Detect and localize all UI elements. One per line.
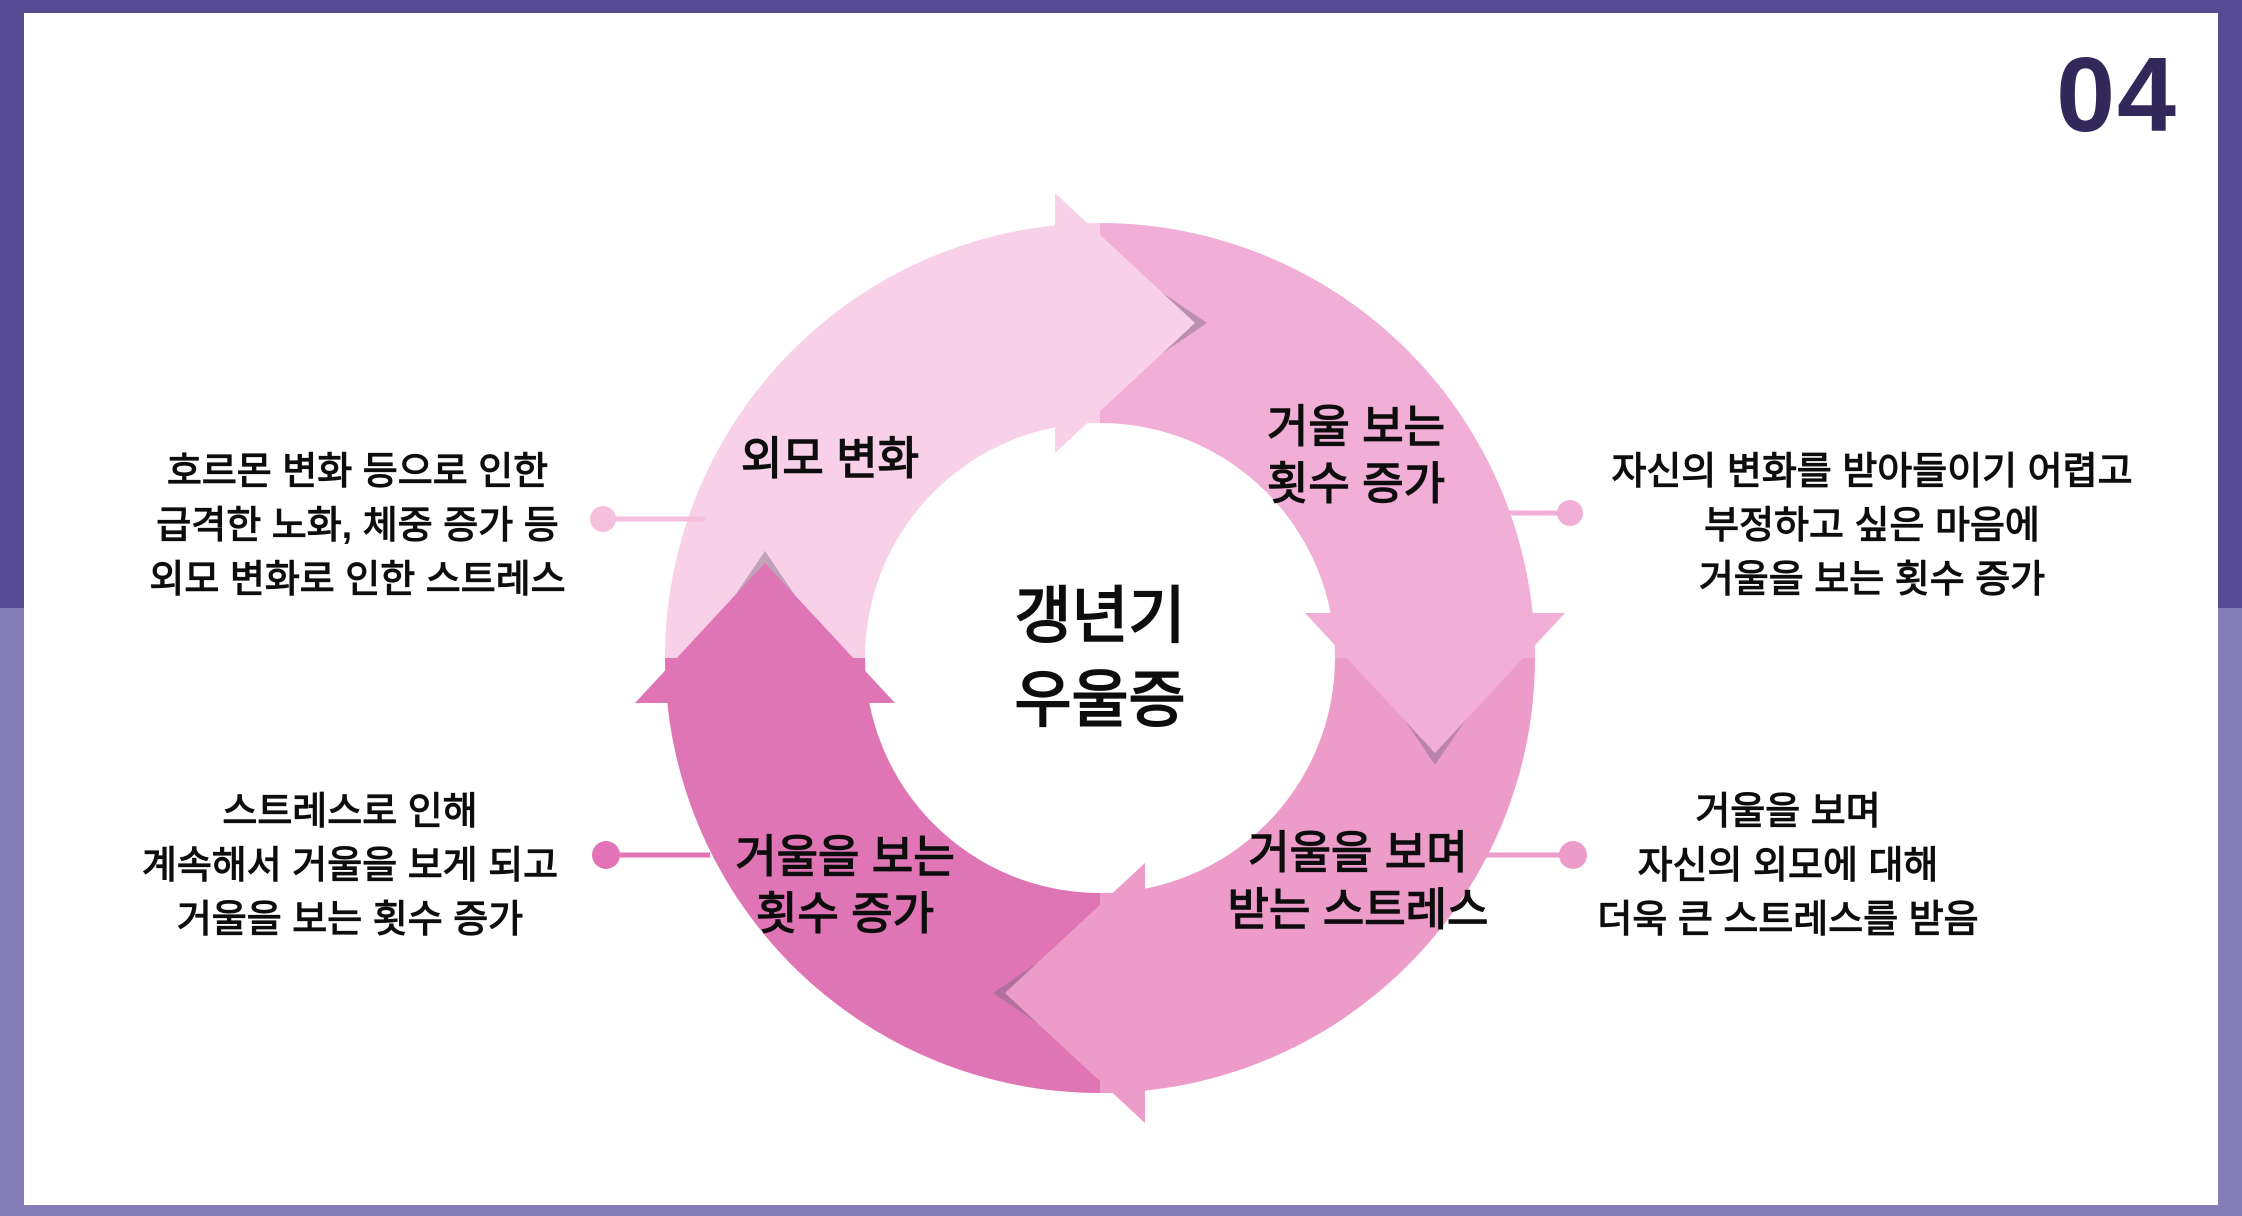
connector-dot-1 [590,506,616,532]
connector-dot-2 [1557,500,1583,526]
description-mirror-count-increase-2: 스트레스로 인해 계속해서 거울을 보게 되고 거울을 보는 횟수 증가 [141,791,559,941]
cycle-segment-2 [1100,223,1535,658]
center-title: 갱년기 우울증 [1014,582,1186,735]
cycle-arrowhead-south [1005,863,1145,1123]
page-number: 04 [2056,36,2178,154]
description-mirror-stress: 거울을 보며 자신의 외모에 대해 더욱 큰 스트레스를 받음 [1597,791,1979,941]
description-mirror-count-increase: 자신의 변화를 받아들이기 어렵고 부정하고 싶은 마음에 거울을 보는 횟수 … [1611,451,2133,601]
segment-label-mirror-count-increase: 거울 보는 횟수 증가 [1266,401,1446,509]
segment-label-mirror-count-increase-2: 거울을 보는 횟수 증가 [735,831,955,939]
cycle-arrowhead-east [1305,613,1565,753]
description-appearance-change: 호르몬 변화 등으로 인한 급격한 노화, 체중 증가 등 외모 변화로 인한 … [149,451,566,601]
cycle-segment-4 [665,658,1100,1093]
cycle-arrowhead-north [1055,193,1195,453]
cycle-segment-1 [665,223,1100,658]
segment-label-mirror-stress: 거울을 보며 받는 스트레스 [1227,827,1489,935]
connector-dot-4 [592,841,620,869]
connector-dot-3 [1559,841,1587,869]
segment-label-appearance-change: 외모 변화 [740,433,920,484]
cycle-arrowhead-west [635,563,895,703]
cycle-segment-3 [1100,658,1535,1093]
